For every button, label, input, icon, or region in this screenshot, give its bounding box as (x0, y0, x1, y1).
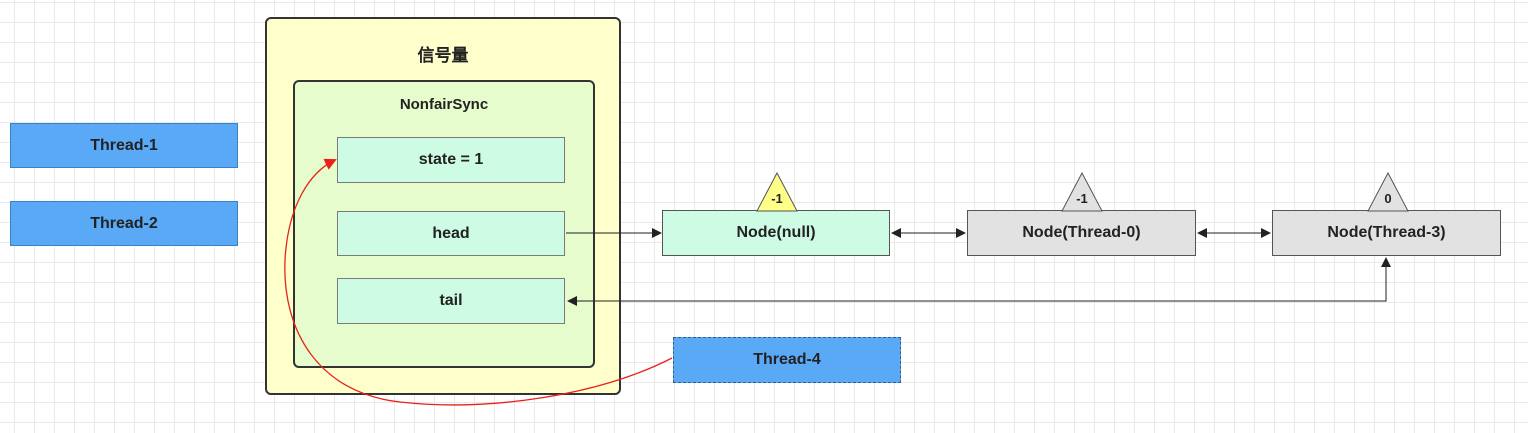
thread-1-box: Thread-1 (10, 123, 238, 168)
status-triangle-thread3 (1367, 171, 1409, 212)
thread-4-cas-arrow (284, 158, 673, 406)
node-thread-3: Node(Thread-3) (1272, 210, 1501, 256)
status-triangle-null (756, 171, 798, 212)
node-null-status: -1 (771, 191, 783, 206)
thread-2-box: Thread-2 (10, 201, 238, 246)
state-field: state = 1 (337, 137, 565, 183)
thread-4-box: Thread-4 (673, 337, 901, 383)
node-thread0-status: -1 (1076, 191, 1088, 206)
node-thread-0: Node(Thread-0) (967, 210, 1196, 256)
node-thread3-status: 0 (1384, 191, 1392, 206)
tail-field: tail (337, 278, 565, 324)
node-null: Node(null) (662, 210, 890, 256)
semaphore-title: 信号量 (417, 46, 469, 65)
nonfair-sync-title: NonfairSync (399, 96, 489, 113)
head-field: head (337, 211, 565, 256)
tail-arrow (567, 257, 1391, 306)
status-triangle-thread0 (1061, 171, 1103, 212)
